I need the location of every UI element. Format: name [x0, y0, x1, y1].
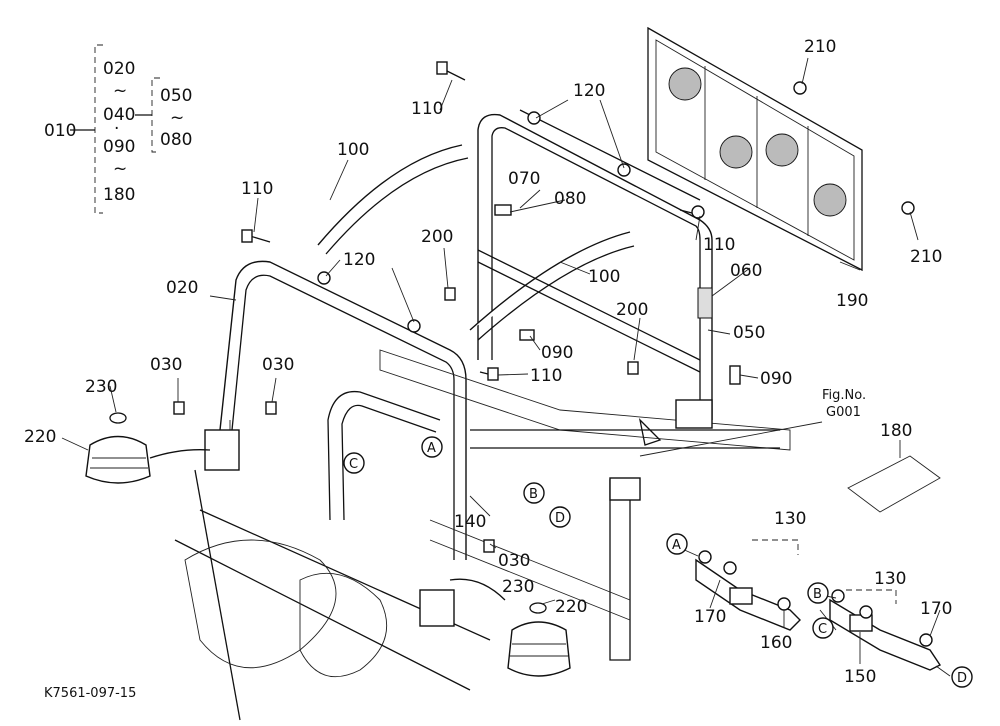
label-190: 190 — [836, 291, 868, 311]
label-080-range: 080 — [160, 130, 192, 150]
fig-ref-line1: Fig.No. — [822, 388, 866, 403]
callout-a-lower: A — [666, 533, 688, 555]
figure-reference: Fig.No. G001 — [822, 388, 866, 420]
label-050-range: 050 — [160, 86, 192, 106]
callout-d-lower: D — [951, 666, 973, 688]
label-110-mid: 110 — [530, 366, 562, 386]
label-200-left: 200 — [421, 227, 453, 247]
label-220-left: 220 — [24, 427, 56, 447]
label-210-top: 210 — [804, 37, 836, 57]
label-150: 150 — [844, 667, 876, 687]
label-030-left: 030 — [150, 355, 182, 375]
bolt-110-d — [479, 367, 499, 381]
tilde-2: ~ — [113, 159, 127, 179]
label-110-left: 110 — [241, 179, 273, 199]
bolt-090-b — [729, 365, 741, 385]
label-100-right: 100 — [588, 267, 620, 287]
boot-220-a — [85, 435, 151, 484]
bolt-030-b — [265, 401, 277, 415]
bolt-110-c — [679, 205, 705, 219]
tilde-3: ~ — [170, 108, 184, 128]
boot-covers — [85, 412, 571, 677]
svg-text:C: C — [349, 457, 358, 472]
callout-d-upper: D — [549, 506, 571, 528]
boot-220-b — [507, 621, 571, 677]
svg-text:A: A — [427, 441, 436, 456]
label-220-bottom: 220 — [555, 597, 587, 617]
bolt-110-b — [241, 229, 271, 243]
rops-frame — [174, 109, 791, 721]
label-090-mid: 090 — [541, 343, 573, 363]
callout-a-upper: A — [421, 436, 443, 458]
svg-text:B: B — [529, 487, 538, 502]
label-170-left: 170 — [694, 607, 726, 627]
ring-230-a — [109, 412, 127, 424]
label-020-range: 020 — [103, 59, 135, 79]
label-210-right: 210 — [910, 247, 942, 267]
bolt-200-a — [444, 287, 456, 301]
label-040-range: 040 — [103, 105, 135, 125]
leader-lines — [61, 57, 951, 677]
bolt-200-b — [627, 361, 639, 375]
svg-text:A: A — [672, 538, 681, 553]
dot-sep: · — [114, 119, 119, 139]
part-labels: 210 210 110 110 110 110 120 120 100 100 … — [24, 37, 952, 687]
label-110-right: 110 — [703, 235, 735, 255]
label-160: 160 — [760, 633, 792, 653]
nut-120-d — [407, 319, 421, 333]
svg-text:B: B — [813, 587, 822, 602]
label-010: 010 — [44, 121, 76, 141]
label-080: 080 — [554, 189, 586, 209]
label-100-left: 100 — [337, 140, 369, 160]
svg-text:D: D — [555, 511, 565, 526]
bolt-090-a — [519, 329, 535, 341]
nut-160 — [777, 597, 791, 611]
label-090-right: 090 — [760, 369, 792, 389]
label-020: 020 — [166, 278, 198, 298]
figure-id: K7561-097-15 — [44, 686, 136, 701]
label-070: 070 — [508, 169, 540, 189]
label-060: 060 — [730, 261, 762, 281]
callout-b-lower: B — [807, 582, 829, 604]
label-230-left: 230 — [85, 377, 117, 397]
seat-belts — [695, 539, 942, 671]
label-180-range: 180 — [103, 185, 135, 205]
svg-text:C: C — [818, 622, 827, 637]
bolt-030-a — [173, 401, 185, 415]
callout-c-lower: C — [812, 617, 834, 639]
svg-text:D: D — [957, 671, 967, 686]
fasteners — [173, 61, 741, 553]
label-140: 140 — [454, 512, 486, 532]
label-050: 050 — [733, 323, 765, 343]
label-030-bottom: 030 — [498, 551, 530, 571]
label-120-mid: 120 — [343, 250, 375, 270]
label-130-left: 130 — [774, 509, 806, 529]
nut-120-b — [617, 163, 631, 177]
tilde-1: ~ — [113, 81, 127, 101]
nut-120-a — [527, 111, 541, 125]
bolt-110-a — [436, 61, 466, 81]
callout-b-upper: B — [523, 482, 545, 504]
part-group-bracket: 010 020 ~ 040 · 090 ~ 180 050 ~ 080 — [44, 44, 192, 214]
label-030-right: 030 — [262, 355, 294, 375]
bolt-030-c — [483, 539, 495, 553]
label-plate-060 — [697, 287, 713, 319]
label-230-bottom: 230 — [502, 577, 534, 597]
fig-ref-line2: G001 — [826, 405, 861, 420]
callout-markers: A C B D A B C D — [343, 436, 973, 688]
callout-c-upper: C — [343, 452, 365, 474]
label-170-right: 170 — [920, 599, 952, 619]
label-120-top: 120 — [573, 81, 605, 101]
rear-screen-panel — [647, 26, 915, 272]
document-180 — [847, 455, 941, 513]
label-200-right: 200 — [616, 300, 648, 320]
label-110-top: 110 — [411, 99, 443, 119]
label-130-right: 130 — [874, 569, 906, 589]
label-090-range: 090 — [103, 137, 135, 157]
ring-230-b — [529, 602, 547, 614]
label-180: 180 — [880, 421, 912, 441]
plate-070-080 — [494, 204, 512, 216]
